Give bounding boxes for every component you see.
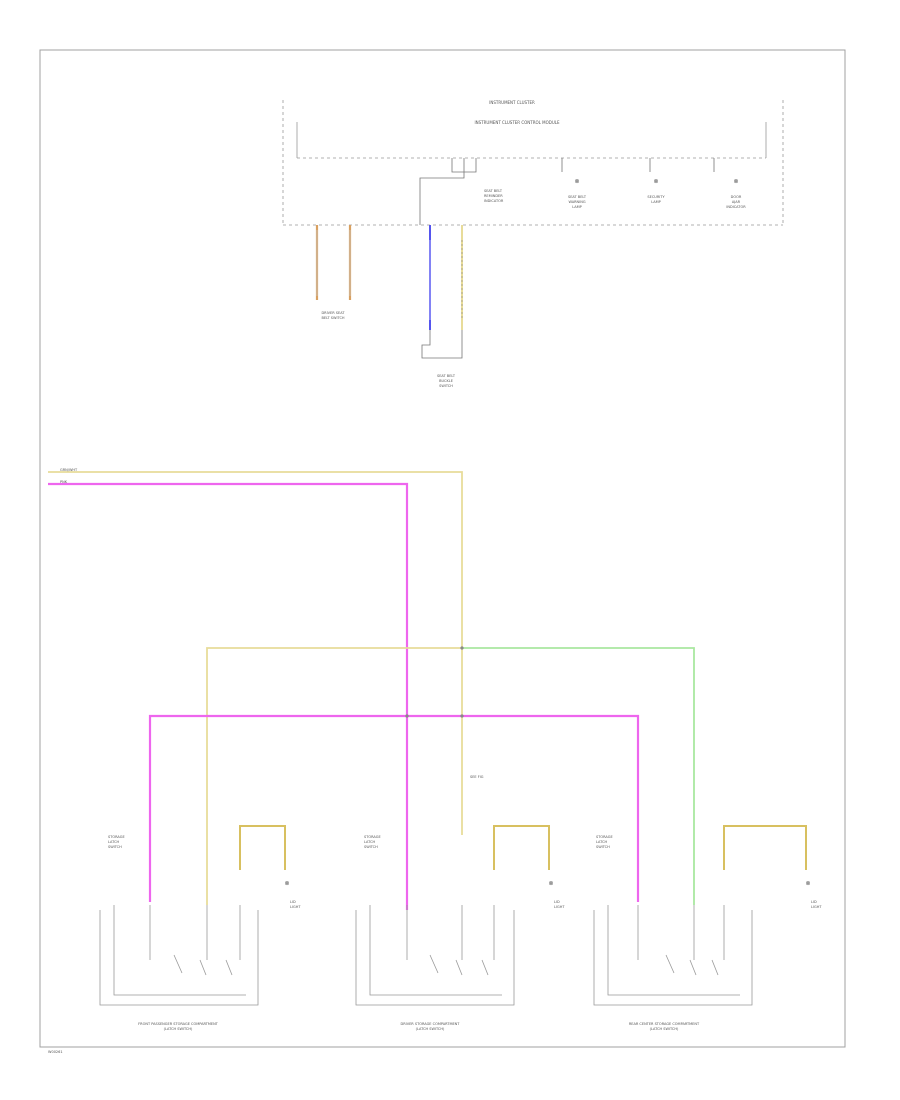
svg-text:AJAR: AJAR [732,200,741,204]
cluster-item-1-label: SEAT BELT REMINDER INDICATOR [484,189,504,203]
svg-text:⊗: ⊗ [284,880,289,887]
svg-text:INDICATOR: INDICATOR [484,199,504,203]
svg-text:LATCH: LATCH [364,840,376,844]
svg-text:STORAGE: STORAGE [596,835,613,839]
cluster-item-4-label: DOOR AJAR INDICATOR [726,195,746,209]
svg-text:STORAGE: STORAGE [108,835,125,839]
svg-text:DOOR: DOOR [731,195,742,199]
svg-text:LID: LID [290,900,296,904]
cluster-module-label: INSTRUMENT CLUSTER CONTROL MODULE [474,120,559,125]
svg-text:⊗: ⊗ [805,880,810,887]
seat-belt-buckle-switch: SEAT BELT BUCKLE SWITCH [421,330,463,388]
svg-text:BUCKLE: BUCKLE [439,379,453,383]
svg-text:REMINDER: REMINDER [484,194,503,198]
svg-text:WARNING: WARNING [568,200,585,204]
diagram-frame [39,49,846,1048]
svg-text:SEAT BELT: SEAT BELT [568,195,587,199]
svg-text:SWITCH: SWITCH [108,845,122,849]
svg-text:⊗: ⊗ [574,178,579,185]
svg-text:INDICATOR: INDICATOR [726,205,746,209]
svg-text:⊗: ⊗ [653,178,658,185]
svg-text:LAMP: LAMP [651,200,661,204]
svg-text:FRONT PASSENGER STORAGE COMPAR: FRONT PASSENGER STORAGE COMPARTMENT [138,1022,219,1026]
svg-text:REAR CENTER STORAGE COMPARTMEN: REAR CENTER STORAGE COMPARTMENT [629,1022,700,1026]
cluster-indicators: ⊗ ⊗ ⊗ [561,158,739,185]
svg-text:SEAT BELT: SEAT BELT [437,374,456,378]
svg-text:SWITCH: SWITCH [364,845,378,849]
cluster-item-3-label: SECURITY LAMP [647,195,665,204]
cluster-title: INSTRUMENT CLUSTER [489,100,535,105]
svg-text:SEAT BELT: SEAT BELT [484,189,503,193]
wire-bus [48,471,695,910]
svg-text:(LATCH SWITCH): (LATCH SWITCH) [164,1027,193,1031]
svg-text:PNK: PNK [60,480,68,484]
svg-text:GRN/WHT: GRN/WHT [60,468,78,472]
instrument-cluster: INSTRUMENT CLUSTER INSTRUMENT CLUSTER CO… [282,100,784,226]
driver-belt-connector-label: DRIVER SEAT BELT SWITCH [321,311,345,320]
mid-label: SEE FIG [470,775,484,779]
svg-text:LATCH: LATCH [596,840,608,844]
svg-text:LAMP: LAMP [572,205,582,209]
svg-text:DRIVER SEAT: DRIVER SEAT [321,311,345,315]
switch-group-2: STORAGE LATCH SWITCH ⊗ LID LIGHT DRIVER … [355,825,565,1031]
svg-text:LID: LID [554,900,560,904]
svg-text:LIGHT: LIGHT [554,905,565,909]
svg-text:DRIVER STORAGE COMPARTMENT: DRIVER STORAGE COMPARTMENT [401,1022,461,1026]
svg-text:(LATCH SWITCH): (LATCH SWITCH) [416,1027,445,1031]
diagram-footer-code: W00261 [48,1050,63,1054]
cluster-item-2-label: SEAT BELT WARNING LAMP [568,195,587,209]
svg-text:STORAGE: STORAGE [364,835,381,839]
cluster-output-wires [315,225,463,330]
svg-text:(LATCH SWITCH): (LATCH SWITCH) [650,1027,679,1031]
svg-text:⊗: ⊗ [548,880,553,887]
svg-text:LIGHT: LIGHT [811,905,822,909]
svg-text:SWITCH: SWITCH [439,384,453,388]
svg-text:LATCH: LATCH [108,840,120,844]
svg-text:SECURITY: SECURITY [647,195,665,199]
switch-group-3: STORAGE LATCH SWITCH ⊗ LID LIGHT REAR CE… [593,825,822,1031]
switch-group-1: STORAGE LATCH SWITCH ⊗ LID LIGHT FRONT P… [99,825,301,1031]
svg-text:LID: LID [811,900,817,904]
svg-text:SWITCH: SWITCH [596,845,610,849]
svg-text:⊗: ⊗ [733,178,738,185]
svg-text:LIGHT: LIGHT [290,905,301,909]
bus-labels: GRN/WHT PNK [60,468,78,484]
svg-text:BELT SWITCH: BELT SWITCH [321,316,344,320]
